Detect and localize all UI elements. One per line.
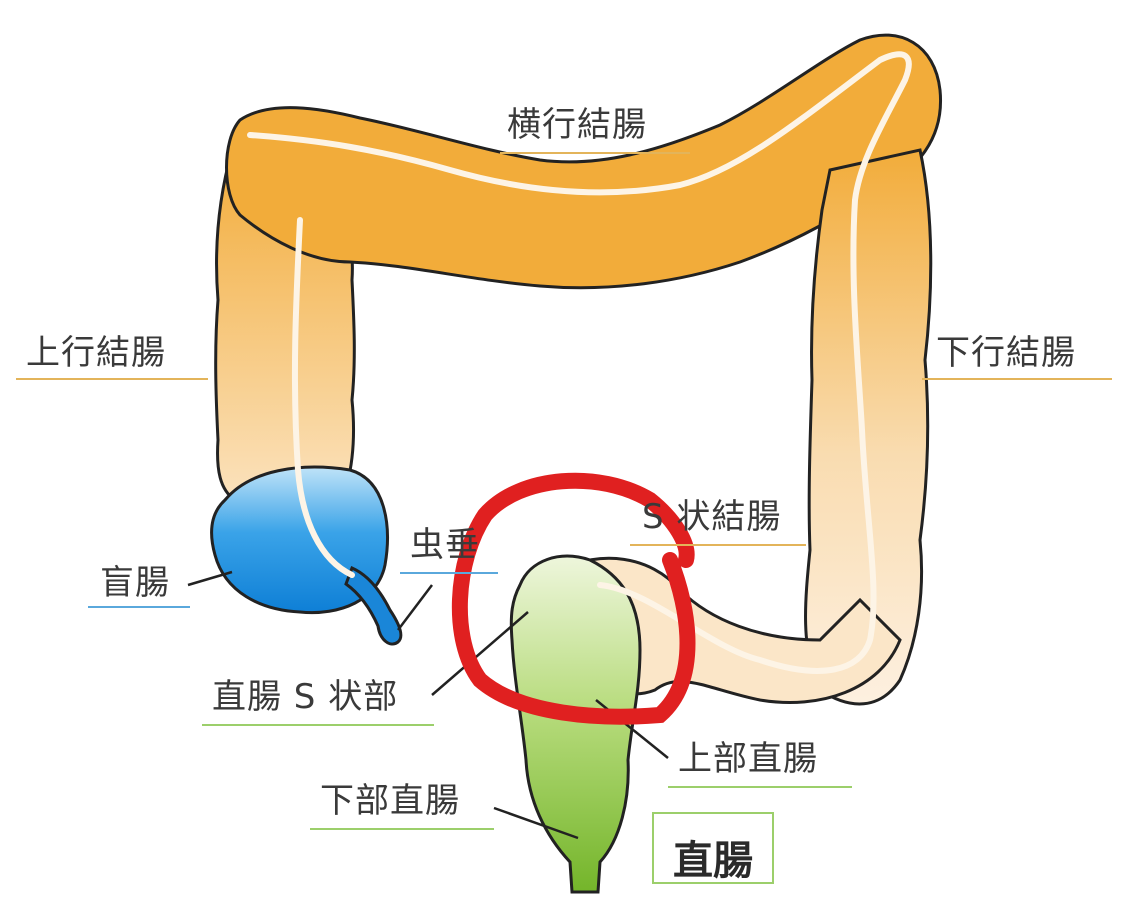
label-rectosigmoid: 直腸 S 状部 <box>212 680 398 714</box>
label-upper-rectum: 上部直腸 <box>678 742 818 776</box>
underline-ascending-colon <box>16 378 208 380</box>
underline-rectosigmoid <box>202 724 434 726</box>
label-rectum: 直腸 <box>654 828 772 886</box>
underline-upper-rectum <box>668 786 852 788</box>
label-ascending-colon: 上行結腸 <box>26 336 166 370</box>
label-lower-rectum: 下部直腸 <box>320 784 460 818</box>
underline-cecum <box>88 606 190 608</box>
underline-lower-rectum <box>310 828 494 830</box>
underline-descending-colon <box>922 378 1112 380</box>
underline-sigmoid-colon <box>630 544 806 546</box>
rectum-label-box: 直腸 <box>652 812 774 884</box>
label-cecum: 盲腸 <box>100 566 170 600</box>
label-transverse-colon: 横行結腸 <box>507 108 647 142</box>
label-descending-colon: 下行結腸 <box>936 336 1076 370</box>
underline-appendix <box>400 572 498 574</box>
underline-transverse-colon <box>500 152 690 154</box>
label-sigmoid-colon: S 状結腸 <box>642 500 781 534</box>
label-appendix: 虫垂 <box>410 528 480 562</box>
